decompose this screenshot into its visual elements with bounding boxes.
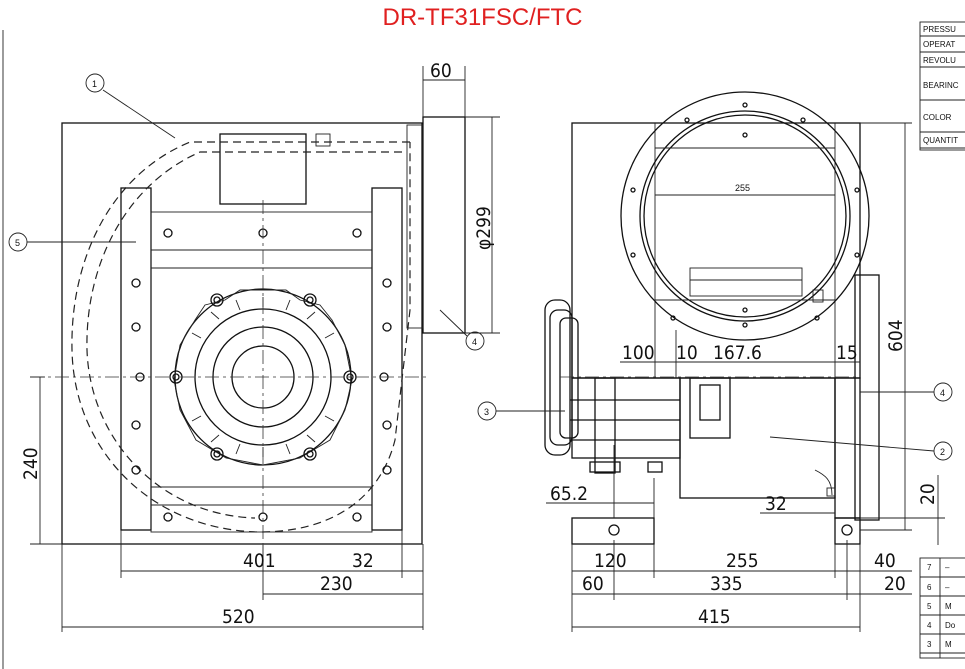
dim-167-6: 167.6 [713,342,762,364]
base-right [834,517,861,545]
inner-width-label: 255 [735,183,750,193]
dim-width-401: 401 [243,550,276,572]
spec-row-bearing: BEARINC [923,81,959,90]
parts-table: 7 – 6 – 5 M 4 Do 3 M [919,557,965,659]
dim-offset-32: 32 [352,550,374,572]
part-row-4-name: Do [945,621,956,630]
callout-4a [465,331,485,351]
spec-table: PRESSU OPERAT REVOLU BEARINC COLOR QUANT… [919,21,965,151]
side-outlet [854,274,880,521]
spec-row-color: COLOR [923,113,952,122]
spec-row-quantity: QUANTIT [923,136,958,145]
dim-60: 60 [582,573,604,595]
outlet-flange [422,116,466,334]
side-motor [544,299,731,474]
dim-flange-width: 60 [430,60,452,82]
callout-4a-label: 4 [472,337,477,347]
dim-outlet-diameter: φ299 [473,206,495,250]
dim-335: 335 [710,573,743,595]
dim-15: 15 [836,342,858,364]
callout-5-label: 5 [15,238,20,248]
part-row-3-no: 3 [927,640,932,649]
spec-row-revolution: REVOLU [923,56,956,65]
dim-255: 255 [726,550,759,572]
left-rail [120,187,152,531]
part-row-7-name: – [945,563,950,572]
side-view: 255 [477,91,953,632]
dim-65-2: 65.2 [550,483,588,505]
dim-40: 40 [874,550,896,572]
dim-100: 100 [622,342,655,364]
inlet-ring [620,91,870,341]
spec-row-pressure: PRESSU [923,25,956,34]
dim-width-230: 230 [320,573,353,595]
callout-3 [477,401,497,421]
base-left [571,517,655,545]
dim-overall-520: 520 [222,606,255,628]
callout-5 [8,232,28,252]
dim-10: 10 [676,342,698,364]
motor-plate [150,211,373,533]
callout-4b [933,382,953,402]
part-row-5-no: 5 [927,602,932,611]
dim-604: 604 [885,319,907,352]
dim-height-240: 240 [20,447,42,480]
callout-3-label: 3 [484,407,489,417]
part-row-4-no: 4 [927,621,932,630]
callout-2 [933,441,953,461]
callout-2-label: 2 [940,447,945,457]
part-row-5-name: M [945,602,952,611]
right-rail [371,187,403,531]
part-row-6-no: 6 [927,583,932,592]
dim-20: 20 [884,573,906,595]
drawing-title: DR-TF31FSC/FTC [382,4,583,31]
housing-outline [61,122,423,545]
part-row-3-name: M [945,640,952,649]
scroll-hidden-line [71,141,411,533]
spec-row-operating: OPERAT [923,40,955,49]
callout-1-label: 1 [92,79,97,89]
front-view: 60 φ299 240 401 32 230 520 1 5 4 [8,60,500,632]
part-row-7-no: 7 [927,563,932,572]
terminal-box [219,133,307,205]
callout-4b-label: 4 [940,388,945,398]
side-housing [571,122,861,379]
callout-1 [85,73,105,93]
dim-415: 415 [698,606,731,628]
dim-120: 120 [594,550,627,572]
part-row-6-name: – [945,583,950,592]
dim-20-vertical: 20 [917,483,939,505]
dim-32: 32 [765,493,787,515]
